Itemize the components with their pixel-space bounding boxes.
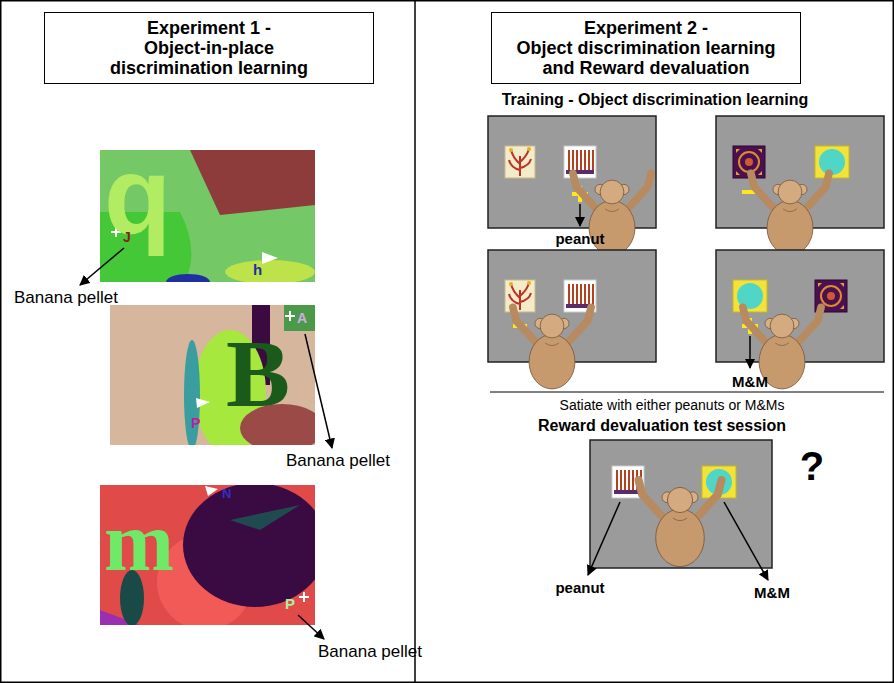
- reward-label: peanut: [555, 580, 604, 595]
- scene-letter: m: [104, 500, 174, 584]
- scene-letter: J: [123, 230, 131, 244]
- reward-label: Banana pellet: [318, 643, 422, 660]
- reward-label: peanut: [555, 231, 604, 246]
- scene-letter: B: [226, 326, 290, 422]
- panel-divider: [414, 0, 416, 683]
- reward-label: M&M: [754, 585, 790, 600]
- reward-label: M&M: [732, 374, 768, 389]
- leader-arrow: [305, 334, 332, 448]
- scene-letter: P: [191, 416, 200, 430]
- question-mark: ?: [800, 446, 824, 486]
- title-text: Experiment 2 -: [584, 18, 708, 38]
- leader-arrow: [80, 248, 124, 285]
- scene-2: [110, 305, 315, 445]
- title-box: Experiment 1 -Object-in-place discrimina…: [44, 12, 374, 84]
- scene-3: [100, 485, 315, 625]
- scene-letter: h: [253, 262, 262, 277]
- screen-br: [716, 250, 884, 389]
- leader-arrow: [298, 615, 324, 639]
- section-heading: Reward devaluation test session: [538, 418, 786, 434]
- separator-line: [490, 392, 884, 393]
- scene-letter: q: [104, 140, 171, 250]
- procedure-note: Satiate with either peanuts or M&Ms: [560, 398, 785, 412]
- screen-tl: [488, 116, 656, 255]
- scene-letter: P: [285, 596, 295, 611]
- section-heading: Training - Object discrimination learnin…: [502, 92, 809, 108]
- screen-test: [588, 440, 772, 580]
- reward-label: Banana pellet: [14, 289, 118, 306]
- scene-letter: N: [222, 487, 231, 500]
- scene-letter: A: [297, 311, 307, 325]
- screen-bl: [488, 250, 656, 389]
- title-text: Object-in-place discrimination learning: [93, 38, 325, 78]
- title-text: Object discrimination learning and Rewar…: [502, 38, 790, 78]
- title-box: Experiment 2 -Object discrimination lear…: [491, 12, 801, 84]
- title-text: Experiment 1 -: [147, 18, 271, 38]
- reward-label: Banana pellet: [286, 452, 390, 469]
- screen-tr: [716, 116, 884, 255]
